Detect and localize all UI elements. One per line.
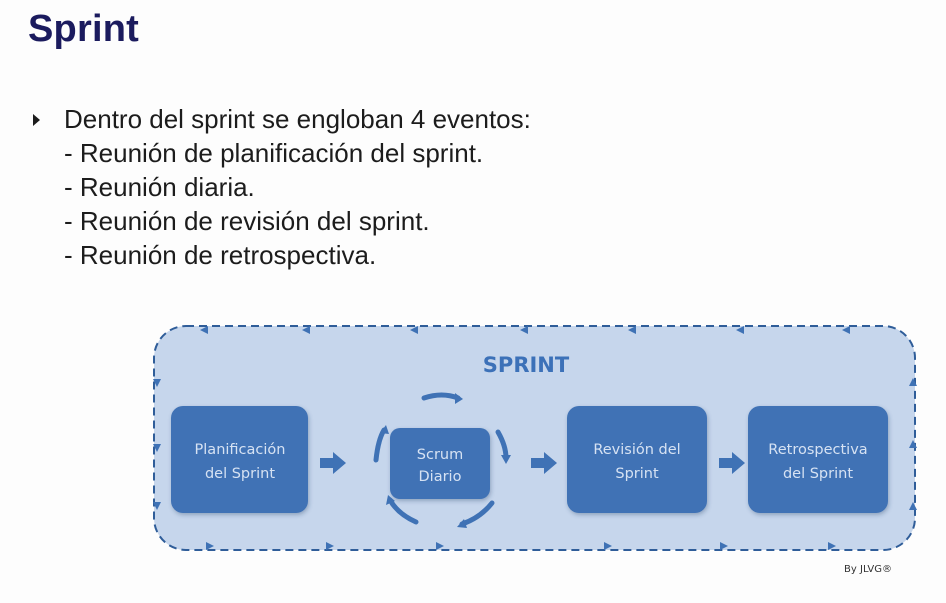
box-label-line1: Revisión del bbox=[593, 442, 680, 458]
box-label-line2: del Sprint bbox=[783, 466, 853, 482]
right-arrow-icon bbox=[531, 452, 557, 474]
box-planificacion: Planificación del Sprint bbox=[171, 406, 308, 513]
sub-item-text: - Reunión de revisión del sprint. bbox=[64, 206, 430, 236]
sub-item-text: - Reunión de planificación del sprint. bbox=[64, 138, 484, 168]
bullet-text: Dentro del sprint se engloban 4 eventos: bbox=[64, 104, 531, 134]
box-label-line2: Sprint bbox=[615, 466, 659, 482]
box-scrum-diario: Scrum Diario bbox=[390, 428, 490, 499]
box-label-line1: Scrum bbox=[417, 447, 463, 463]
author-credit: By JLVG® bbox=[844, 564, 892, 575]
cycle-arrows bbox=[153, 326, 917, 550]
slide-title: Sprint bbox=[28, 8, 139, 50]
sprint-container bbox=[153, 325, 916, 551]
right-arrow-icon bbox=[320, 452, 346, 474]
daily-cycle-arrowheads bbox=[380, 393, 511, 528]
sub-item-text: - Reunión diaria. bbox=[64, 172, 255, 202]
sprint-label: SPRINT bbox=[483, 353, 570, 377]
box-label-line1: Planificación bbox=[195, 442, 286, 458]
box-label-line2: Diario bbox=[419, 469, 462, 485]
right-arrow-icon bbox=[719, 452, 745, 474]
sub-item-text: - Reunión de retrospectiva. bbox=[64, 240, 377, 270]
box-label-line2: del Sprint bbox=[205, 466, 275, 482]
box-retrospectiva: Retrospectiva del Sprint bbox=[748, 406, 888, 513]
box-label-line1: Retrospectiva bbox=[768, 442, 867, 458]
triangle-bullet-icon bbox=[33, 114, 40, 126]
box-revision: Revisión del Sprint bbox=[567, 406, 707, 513]
